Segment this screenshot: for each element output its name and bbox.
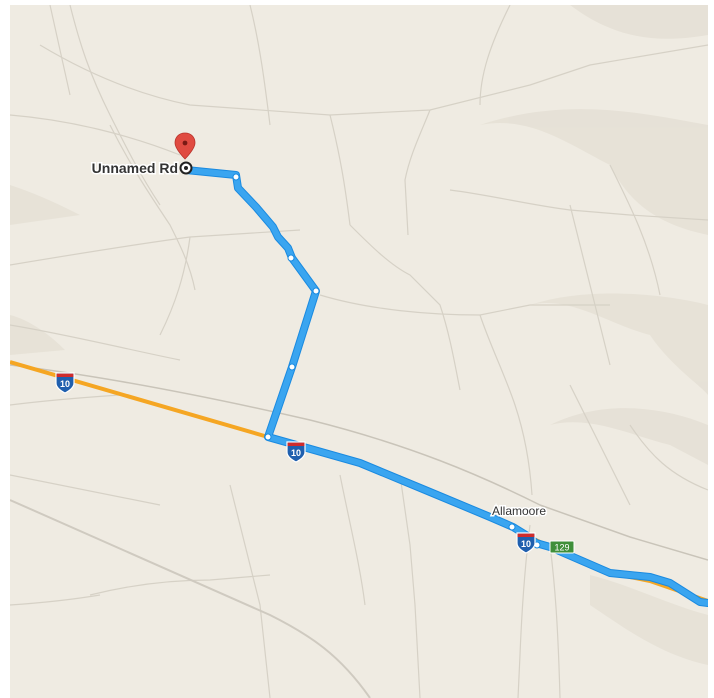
terrain-shading xyxy=(10,5,708,665)
waypoint-dot[interactable] xyxy=(232,173,240,181)
interstate-shield: 10 xyxy=(55,372,75,394)
interstate-shield: 10 xyxy=(286,441,306,463)
rail-line xyxy=(10,364,708,561)
map-pin-icon[interactable] xyxy=(174,132,196,160)
map-viewport[interactable]: 10 10 10 129 Allamoore Unnamed Rd xyxy=(10,5,708,698)
interstate-shield: 10 xyxy=(516,532,536,554)
waypoint-dot[interactable] xyxy=(508,523,516,531)
waypoint-dot[interactable] xyxy=(288,363,296,371)
waypoint-dot[interactable] xyxy=(312,287,320,295)
interstate-shield-label: 10 xyxy=(60,379,70,389)
waypoint-dot[interactable] xyxy=(264,433,272,441)
route-line[interactable] xyxy=(183,167,708,606)
map-canvas[interactable]: 10 10 10 129 Allamoore Unnamed Rd xyxy=(10,5,708,698)
origin-label: Unnamed Rd xyxy=(92,160,178,176)
minor-roads xyxy=(10,5,708,698)
diagonal-road xyxy=(10,499,371,698)
farm-road-shield-label: 129 xyxy=(554,543,569,553)
interstate-shield-label: 10 xyxy=(521,539,531,549)
town-label-allamoore: Allamoore xyxy=(492,504,546,518)
farm-road-shield: 129 xyxy=(549,540,575,554)
origin-marker[interactable] xyxy=(174,132,196,175)
interstate-shield-label: 10 xyxy=(291,448,301,458)
route-waypoints xyxy=(232,173,541,549)
waypoint-dot[interactable] xyxy=(287,254,295,262)
